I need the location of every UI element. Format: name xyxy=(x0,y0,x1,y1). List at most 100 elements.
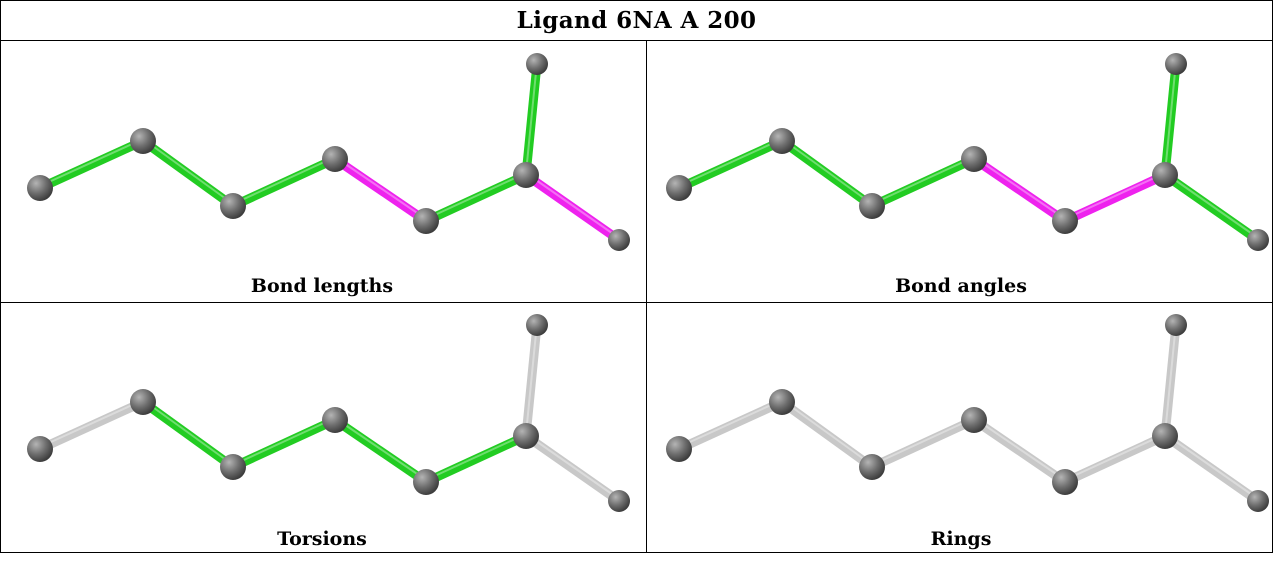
bond-highlight-4 xyxy=(334,156,427,220)
atom-7 xyxy=(608,490,630,512)
bond-highlight-6 xyxy=(525,172,620,239)
bond-highlight-5 xyxy=(1064,172,1166,220)
panel-bond-angles: Bond angles xyxy=(641,43,1275,301)
atom-3 xyxy=(220,454,246,480)
atom-5 xyxy=(413,469,439,495)
bond-highlight-7 xyxy=(1164,322,1177,435)
bond-highlight-5 xyxy=(425,172,527,220)
bond-highlight-6 xyxy=(1164,172,1259,239)
atom-8 xyxy=(1165,314,1187,336)
bond-2 xyxy=(138,136,238,211)
bond-7 xyxy=(1160,320,1181,441)
atom-6 xyxy=(513,423,539,449)
panel-rings: Rings xyxy=(641,304,1275,562)
atom-6 xyxy=(1152,162,1178,188)
column-divider xyxy=(646,41,647,553)
bond-1 xyxy=(35,397,148,454)
bond-7 xyxy=(1160,59,1181,180)
atom-4 xyxy=(961,146,987,172)
bond-highlight-4 xyxy=(334,417,427,481)
bond-4 xyxy=(969,154,1070,226)
molecule-bond-angles xyxy=(666,53,1269,251)
atom-4 xyxy=(322,146,348,172)
atom-3 xyxy=(859,193,885,219)
bond-highlight-1 xyxy=(39,138,144,187)
bond-highlight-2 xyxy=(781,399,873,466)
bond-5 xyxy=(421,431,531,487)
bond-highlight-3 xyxy=(871,156,975,205)
atom-4 xyxy=(961,407,987,433)
bond-7 xyxy=(521,59,542,180)
bond-highlight-1 xyxy=(678,399,783,448)
bond-5 xyxy=(1060,431,1170,487)
bond-highlight-5 xyxy=(425,433,527,481)
bond-highlight-3 xyxy=(232,156,336,205)
bond-highlight-7 xyxy=(1164,61,1177,174)
row-divider xyxy=(0,302,1273,303)
bond-highlight-6 xyxy=(1164,433,1259,500)
atom-6 xyxy=(513,162,539,188)
atom-7 xyxy=(1247,490,1269,512)
molecule-rings xyxy=(666,314,1269,512)
bond-6 xyxy=(1160,170,1263,245)
molecule-bond-lengths xyxy=(27,53,630,251)
bond-highlight-2 xyxy=(781,138,873,205)
bond-highlight-1 xyxy=(39,399,144,448)
title-row: Ligand 6NA A 200 xyxy=(0,0,1273,41)
bond-highlight-7 xyxy=(525,61,538,174)
atom-7 xyxy=(1247,229,1269,251)
panel-bond-lengths: Bond lengths xyxy=(2,43,642,301)
atom-4 xyxy=(322,407,348,433)
bond-5 xyxy=(1060,170,1170,226)
bond-4 xyxy=(330,415,431,487)
bond-4 xyxy=(330,154,431,226)
atom-2 xyxy=(130,128,156,154)
bond-6 xyxy=(521,170,624,245)
panel-label-bond-lengths: Bond lengths xyxy=(250,275,394,297)
atom-2 xyxy=(130,389,156,415)
bond-3 xyxy=(228,154,340,211)
atom-1 xyxy=(666,436,692,462)
atom-6 xyxy=(1152,423,1178,449)
atom-7 xyxy=(608,229,630,251)
panel-label-torsions: Torsions xyxy=(277,528,367,550)
atom-5 xyxy=(1052,469,1078,495)
bond-highlight-5 xyxy=(1064,433,1166,481)
ligand-title: Ligand 6NA A 200 xyxy=(516,6,757,34)
bond-highlight-3 xyxy=(232,417,336,466)
bond-highlight-1 xyxy=(678,138,783,187)
bond-7 xyxy=(521,320,542,441)
bond-4 xyxy=(969,415,1070,487)
bond-5 xyxy=(421,170,531,226)
atom-8 xyxy=(1165,53,1187,75)
molecule-torsions xyxy=(27,314,630,512)
bond-highlight-3 xyxy=(871,417,975,466)
bond-highlight-2 xyxy=(142,138,234,205)
atom-2 xyxy=(769,128,795,154)
atom-5 xyxy=(413,208,439,234)
bond-highlight-4 xyxy=(973,156,1066,220)
bond-1 xyxy=(674,136,787,193)
atom-3 xyxy=(220,193,246,219)
atom-5 xyxy=(1052,208,1078,234)
atom-8 xyxy=(526,53,548,75)
bond-1 xyxy=(674,397,787,454)
bond-highlight-6 xyxy=(525,433,620,500)
bond-highlight-7 xyxy=(525,322,538,435)
panel-torsions: Torsions xyxy=(2,304,642,562)
bond-2 xyxy=(777,397,877,472)
atom-2 xyxy=(769,389,795,415)
atom-1 xyxy=(27,175,53,201)
bond-highlight-2 xyxy=(142,399,234,466)
bond-3 xyxy=(867,415,979,472)
bond-3 xyxy=(867,154,979,211)
bond-2 xyxy=(138,397,238,472)
bond-1 xyxy=(35,136,148,193)
atom-1 xyxy=(666,175,692,201)
bond-6 xyxy=(1160,431,1263,506)
atom-3 xyxy=(859,454,885,480)
atom-1 xyxy=(27,436,53,462)
panel-label-rings: Rings xyxy=(930,528,992,550)
bond-highlight-4 xyxy=(973,417,1066,481)
